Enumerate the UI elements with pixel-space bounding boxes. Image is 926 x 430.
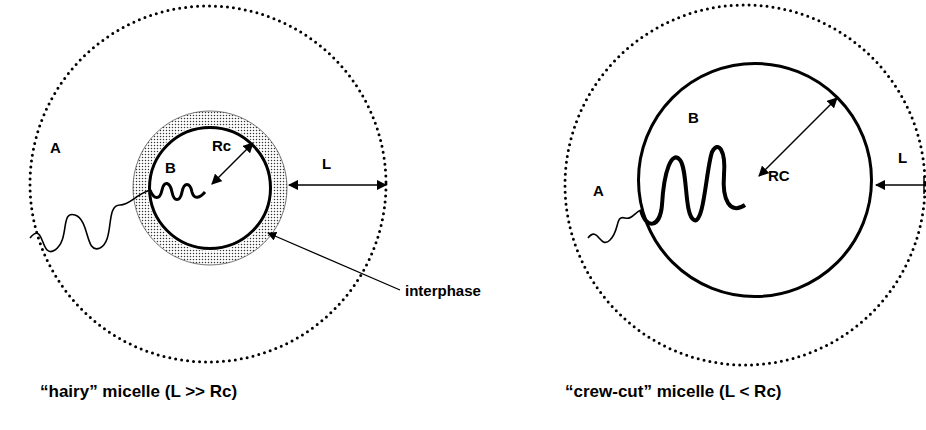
- block-label: Rc: [212, 138, 231, 153]
- core-circle: B RC: [637, 62, 873, 298]
- core-circle: B Rc: [148, 126, 272, 250]
- length-arrow: [876, 184, 924, 186]
- callout-label: interphase: [405, 283, 481, 298]
- block-label: A: [50, 140, 61, 155]
- length-arrow: [289, 184, 386, 186]
- circle-outline: [28, 3, 388, 365]
- block-label: RC: [768, 168, 790, 183]
- block-label: L: [898, 150, 907, 165]
- radius-arrow: [759, 98, 837, 176]
- a-block-chain: [30, 190, 150, 252]
- a-block-chain: [588, 210, 641, 242]
- leader-line: [268, 233, 400, 290]
- circle-outline: [637, 62, 873, 298]
- block-label: L: [322, 156, 331, 171]
- interphase-edge: [133, 111, 287, 265]
- b-block-chain: [641, 147, 745, 224]
- block-label: B: [165, 160, 176, 175]
- corona-circle: A L B Rc: [28, 3, 388, 365]
- block-label: B: [688, 110, 699, 125]
- block-label: A: [593, 183, 604, 198]
- circle-outline: [148, 126, 272, 250]
- interphase-ring: [140, 118, 280, 258]
- caption: “hairy” micelle (L >> Rc): [40, 383, 237, 402]
- caption: “crew-cut” micelle (L < Rc): [565, 383, 782, 402]
- corona-circle: A L B RC: [563, 3, 926, 367]
- b-block-chain: [150, 183, 205, 199]
